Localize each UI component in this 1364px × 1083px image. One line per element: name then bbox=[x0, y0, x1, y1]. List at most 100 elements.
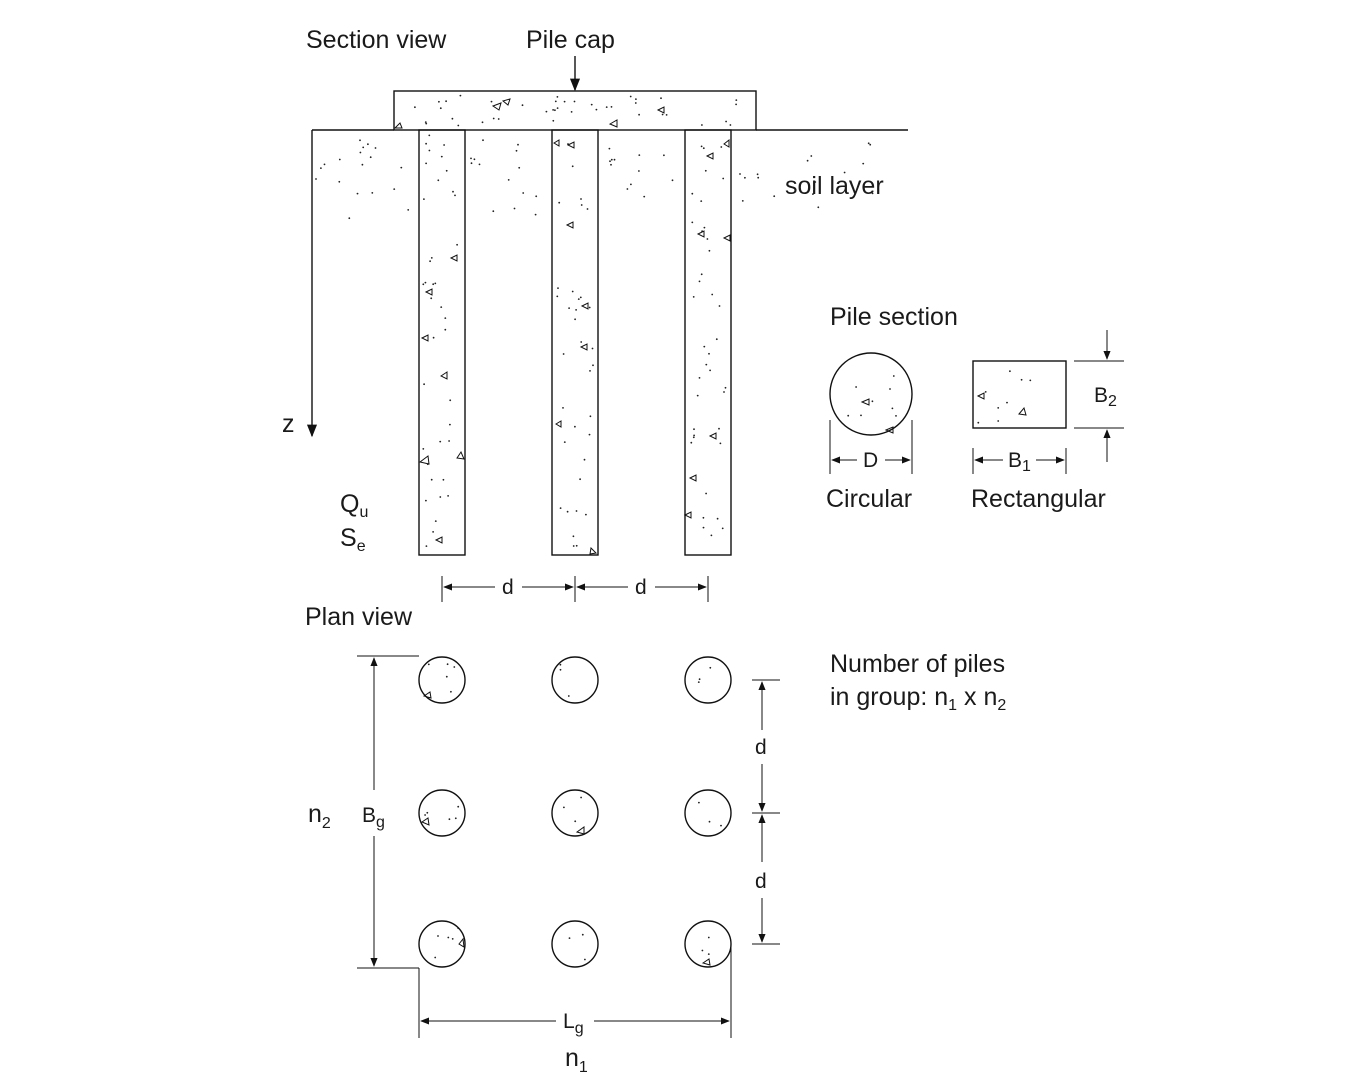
diameter-label: D bbox=[863, 449, 878, 472]
speckle-dot bbox=[446, 663, 449, 666]
speckle-dot bbox=[610, 158, 613, 161]
speckle-dot bbox=[892, 375, 895, 377]
speckle-dot bbox=[563, 441, 566, 443]
speckle-dot bbox=[348, 217, 351, 220]
speckle-dot bbox=[559, 668, 562, 671]
speckle-dot bbox=[429, 260, 431, 263]
speckle-dot bbox=[473, 158, 476, 161]
speckle-dot bbox=[447, 495, 449, 497]
speckle-dot bbox=[444, 317, 447, 319]
aggregate-marks bbox=[393, 98, 731, 555]
plan-pile bbox=[418, 920, 466, 968]
speckle-dot bbox=[562, 353, 565, 355]
speckle-dot bbox=[567, 695, 570, 697]
speckle-dot bbox=[554, 100, 557, 103]
speckle-dot bbox=[430, 478, 433, 481]
speckle-dot bbox=[517, 143, 519, 146]
pile-right bbox=[684, 129, 732, 556]
plan-spacing-d-bottom: d bbox=[755, 870, 767, 893]
plan-spacing-dimension bbox=[752, 679, 780, 945]
speckle-dot bbox=[997, 407, 1000, 409]
speckle-dot bbox=[580, 796, 582, 799]
speckle-dot bbox=[585, 513, 587, 516]
speckle-dot bbox=[338, 158, 341, 161]
plan-pile bbox=[551, 789, 599, 837]
speckle-dot bbox=[997, 420, 1000, 422]
speckle-dot bbox=[563, 806, 565, 809]
speckle-dot bbox=[393, 188, 396, 191]
speckle-dot bbox=[559, 507, 562, 509]
speckle-dot bbox=[570, 111, 573, 113]
speckle-dot bbox=[860, 414, 862, 417]
speckle-dot bbox=[698, 801, 700, 804]
speckle-dot bbox=[507, 179, 510, 181]
speckle-dot bbox=[562, 407, 564, 409]
speckle-dot bbox=[492, 117, 495, 120]
rect-aggregate-mark-2 bbox=[1018, 406, 1027, 416]
plan-pile bbox=[684, 789, 732, 837]
speckle-dot bbox=[869, 143, 872, 146]
b1-dimension bbox=[972, 448, 1067, 474]
speckle-dot bbox=[521, 104, 524, 107]
speckle-dot bbox=[588, 433, 591, 436]
speckle-dot bbox=[700, 273, 703, 276]
speckle-dot bbox=[545, 110, 548, 113]
speckle-dot bbox=[449, 399, 452, 402]
speckle-dot bbox=[757, 176, 760, 179]
speckle-dot bbox=[862, 162, 865, 165]
b2-label: B2 bbox=[1094, 384, 1117, 410]
circular-label: Circular bbox=[826, 485, 912, 513]
speckle-dot bbox=[609, 160, 611, 163]
speckle-dot bbox=[590, 103, 593, 106]
speckle-dot bbox=[580, 341, 583, 343]
speckle-dot bbox=[424, 814, 426, 816]
section-view-title: Section view bbox=[306, 26, 447, 54]
speckle-dot bbox=[719, 442, 722, 445]
speckle-dot bbox=[722, 177, 725, 180]
speckle-dot bbox=[434, 956, 437, 959]
speckle-dot bbox=[556, 107, 559, 109]
speckle-dot bbox=[701, 124, 703, 126]
speckle-dot bbox=[589, 370, 591, 372]
speckle-dot bbox=[889, 388, 891, 390]
speckle-dot bbox=[554, 109, 556, 112]
speckle-dot bbox=[432, 283, 435, 286]
speckle-dot bbox=[735, 103, 737, 106]
speckle-dot bbox=[718, 427, 720, 430]
speckle-dot bbox=[556, 96, 559, 98]
speckle-dot bbox=[556, 295, 559, 298]
speckle-dot bbox=[812, 193, 814, 196]
speckle-dot bbox=[583, 458, 586, 461]
speckle-dot bbox=[422, 283, 425, 286]
speckle-dot bbox=[425, 162, 427, 165]
speckle-dot bbox=[705, 492, 707, 495]
speckle-dot bbox=[571, 165, 574, 168]
bg-dimension bbox=[357, 655, 420, 1038]
speckle-dot bbox=[634, 102, 637, 104]
speckle-dot bbox=[425, 122, 428, 125]
speckle-dot bbox=[323, 163, 326, 166]
speckle-dot bbox=[572, 535, 575, 538]
speckle-dot bbox=[440, 306, 443, 308]
speckle-dot bbox=[638, 170, 640, 172]
number-of-piles-line2: in group: n1 x n2 bbox=[830, 683, 1006, 714]
speckle-dot bbox=[448, 440, 450, 442]
speckle-dot bbox=[702, 516, 705, 519]
speckle-dot bbox=[697, 681, 700, 683]
n1-label: n1 bbox=[565, 1044, 588, 1076]
speckle-dot bbox=[574, 318, 576, 321]
speckle-dot bbox=[729, 124, 732, 126]
speckle-dot bbox=[735, 99, 738, 101]
speckle-dot bbox=[698, 280, 701, 283]
circular-pile-section bbox=[829, 352, 913, 436]
speckle-dot bbox=[448, 818, 451, 821]
speckle-dot bbox=[361, 163, 364, 166]
speckle-dot bbox=[721, 527, 724, 530]
speckle-dot bbox=[566, 510, 569, 513]
plan-spacing-d-top: d bbox=[755, 736, 767, 759]
speckle-dot bbox=[710, 534, 713, 537]
speckle-dot bbox=[581, 933, 584, 936]
speckle-dot bbox=[723, 391, 725, 393]
speckle-dot bbox=[437, 179, 440, 182]
speckle-dot bbox=[855, 386, 857, 388]
